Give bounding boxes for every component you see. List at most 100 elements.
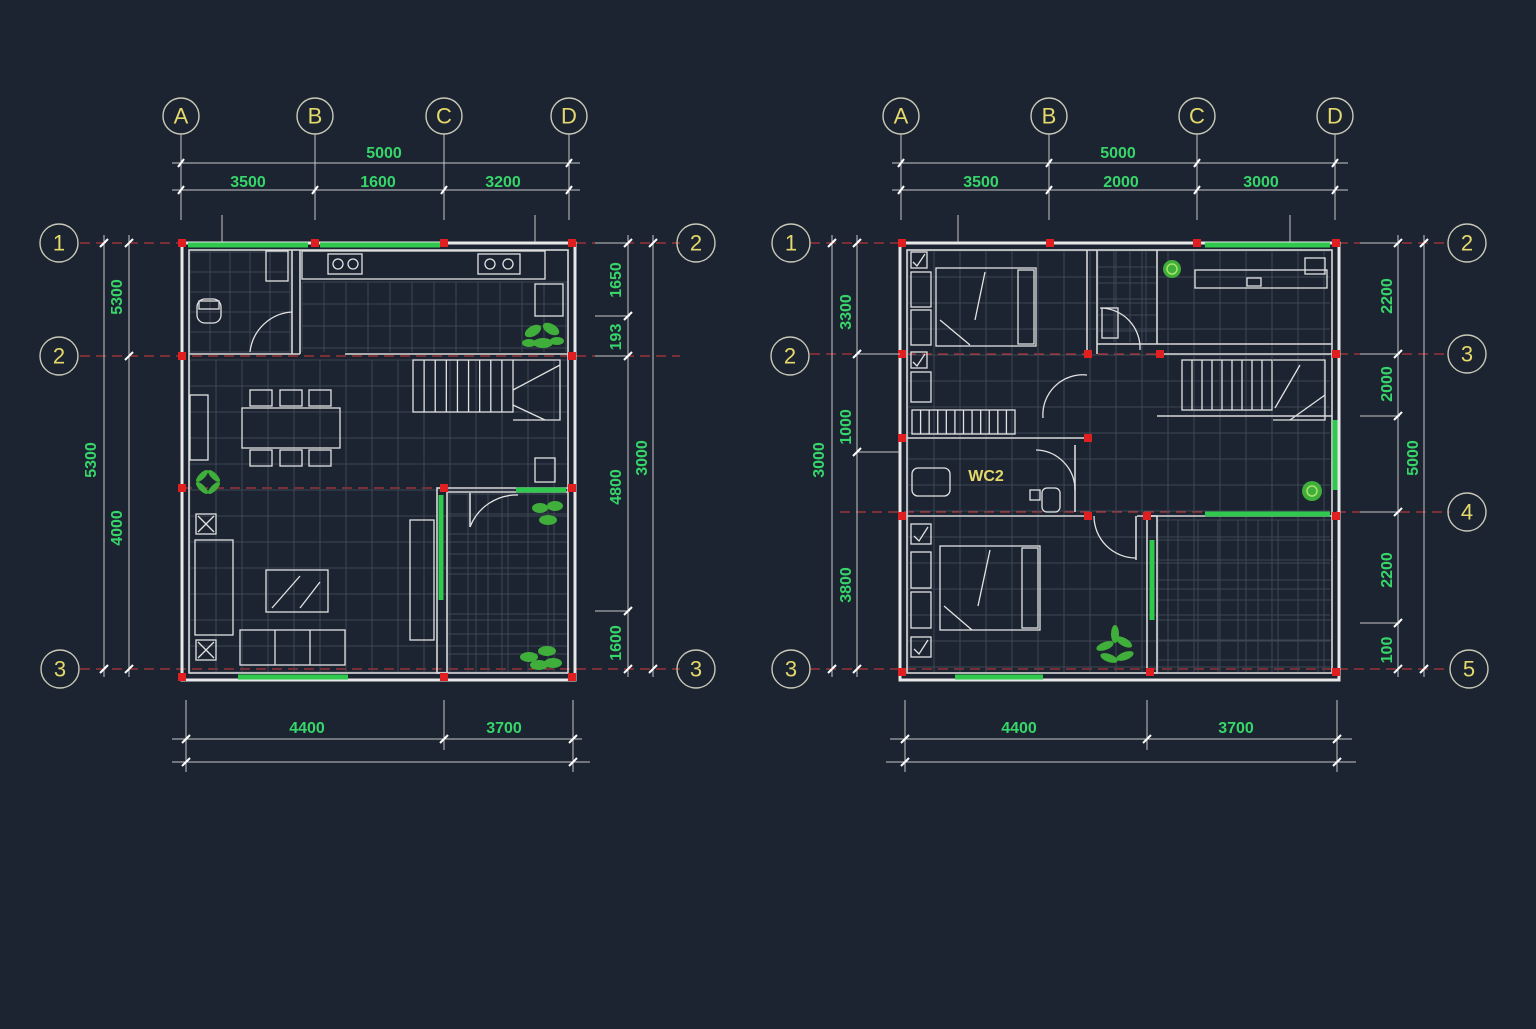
bubble-d: D [1327,104,1343,129]
bubble-row-3-right: 3 [1461,342,1473,367]
column-marker [311,239,319,247]
nightstand-icon-4 [910,636,932,658]
nightstand-icon-2 [910,351,928,369]
wc-door-swing-icon [1099,307,1141,351]
bubble-row-3-right: 3 [690,657,702,682]
bubble-row-4-right: 4 [1461,500,1473,525]
dim-right-inner-2: 193 [608,324,625,351]
walls-right [898,241,1341,682]
bubble-row-2: 2 [784,344,796,369]
column-marker [1084,434,1092,442]
plant-icon [1163,260,1181,278]
column-marker [1332,239,1340,247]
column-marker [568,673,576,681]
plant-icon [520,646,562,670]
dresser [910,371,932,403]
dim-right-inner-4: 100 [1379,637,1396,664]
dim-left-inner-1: 3300 [838,294,855,330]
furniture-right: WC2 [910,251,1332,658]
bubble-row-2: 2 [53,344,65,369]
furniture-left [189,250,564,666]
column-marker [440,484,448,492]
dim-left-outer: 3000 [811,442,828,478]
dim-bottom-seg-1: 4400 [1001,720,1037,737]
windows-right [955,242,1338,680]
dimensions-right-side: 1650 193 4800 1600 3000 [595,235,658,677]
dim-left-inner-2: 1000 [838,409,855,445]
column-marker [440,239,448,247]
dim-right-outer: 5000 [1405,440,1422,476]
column-marker [1332,350,1340,358]
column-marker [1193,239,1201,247]
bubble-row-3: 3 [54,657,66,682]
column-marker [568,484,576,492]
dining-table [241,407,341,449]
windows-left [188,242,566,680]
bed-bottom [939,545,1041,631]
bubble-c: C [1189,104,1205,129]
plants-right [1096,260,1322,663]
dim-left-inner-3: 3800 [838,567,855,603]
dim-bottom-seg-2: 3700 [486,720,522,737]
tv-console [409,519,435,641]
column-marker [568,352,576,360]
dim-right-inner-3: 2200 [1379,552,1396,588]
wc1-sink-icon [1304,257,1326,275]
bubble-c: C [436,104,452,129]
bubble-b: B [308,104,323,129]
column-marker [1332,512,1340,520]
column-marker [178,239,186,247]
kitchen-counter [301,250,546,280]
armchair-icon-2 [195,639,217,661]
toilet-tank-icon [198,300,220,310]
dim-right-inner-1: 1650 [608,262,625,298]
bubble-a: A [174,104,189,129]
columns-left [178,239,576,681]
column-marker [898,434,906,442]
column-bubbles-left: A B C D [162,97,588,135]
column-marker [178,352,186,360]
plant-icon [1096,625,1134,663]
column-marker [898,350,906,358]
dim-top-seg-3: 3200 [485,174,521,191]
plan-right: WC2 [770,97,1489,772]
dim-top-seg-1: 3500 [230,174,266,191]
column-marker [440,673,448,681]
dim-top-seg-3: 3000 [1243,174,1279,191]
column-marker [898,239,906,247]
room-label-wc2: WC2 [968,468,1004,485]
bathtub-icon [911,467,951,497]
plants-left [195,322,564,670]
column-marker [178,484,186,492]
column-marker [178,673,186,681]
column-marker [1046,239,1054,247]
dim-top-seg-1: 3500 [963,174,999,191]
wc1-toilet-icon [1101,307,1119,339]
fridge-icon [534,283,564,317]
bubble-row-5-right: 5 [1463,657,1475,682]
row-bubbles-left: 1 2 3 2 3 [39,223,716,689]
dimensions-bottom-right: 4400 3700 [886,700,1356,772]
sofa-left [194,539,234,636]
armchair-icon [195,513,217,535]
door-swing-icon [249,311,293,353]
dim-bottom-seg-1: 4400 [289,720,325,737]
plant-icon [522,322,564,348]
tile-floor-right [907,250,1332,672]
dim-top-total: 5000 [366,145,402,162]
coffee-table [265,569,329,613]
column-marker [1156,350,1164,358]
plan-left: A B C D 1 2 3 2 3 5000 3500 1600 3200 [39,97,716,772]
tile-floor-left [189,251,569,673]
column-marker [898,512,906,520]
bubble-row-2-right: 2 [690,231,702,256]
bubble-row-3: 3 [785,657,797,682]
columns-right [898,239,1340,676]
railing-right [911,409,1016,435]
bedroom-door-swing-icon [1093,515,1137,559]
dim-right-inner-3: 4800 [608,469,625,505]
bubble-b: B [1042,104,1057,129]
dimensions-right-side-right-plan: 2200 2000 2200 100 5000 [1360,235,1429,677]
door-swing-icon [1042,374,1088,419]
